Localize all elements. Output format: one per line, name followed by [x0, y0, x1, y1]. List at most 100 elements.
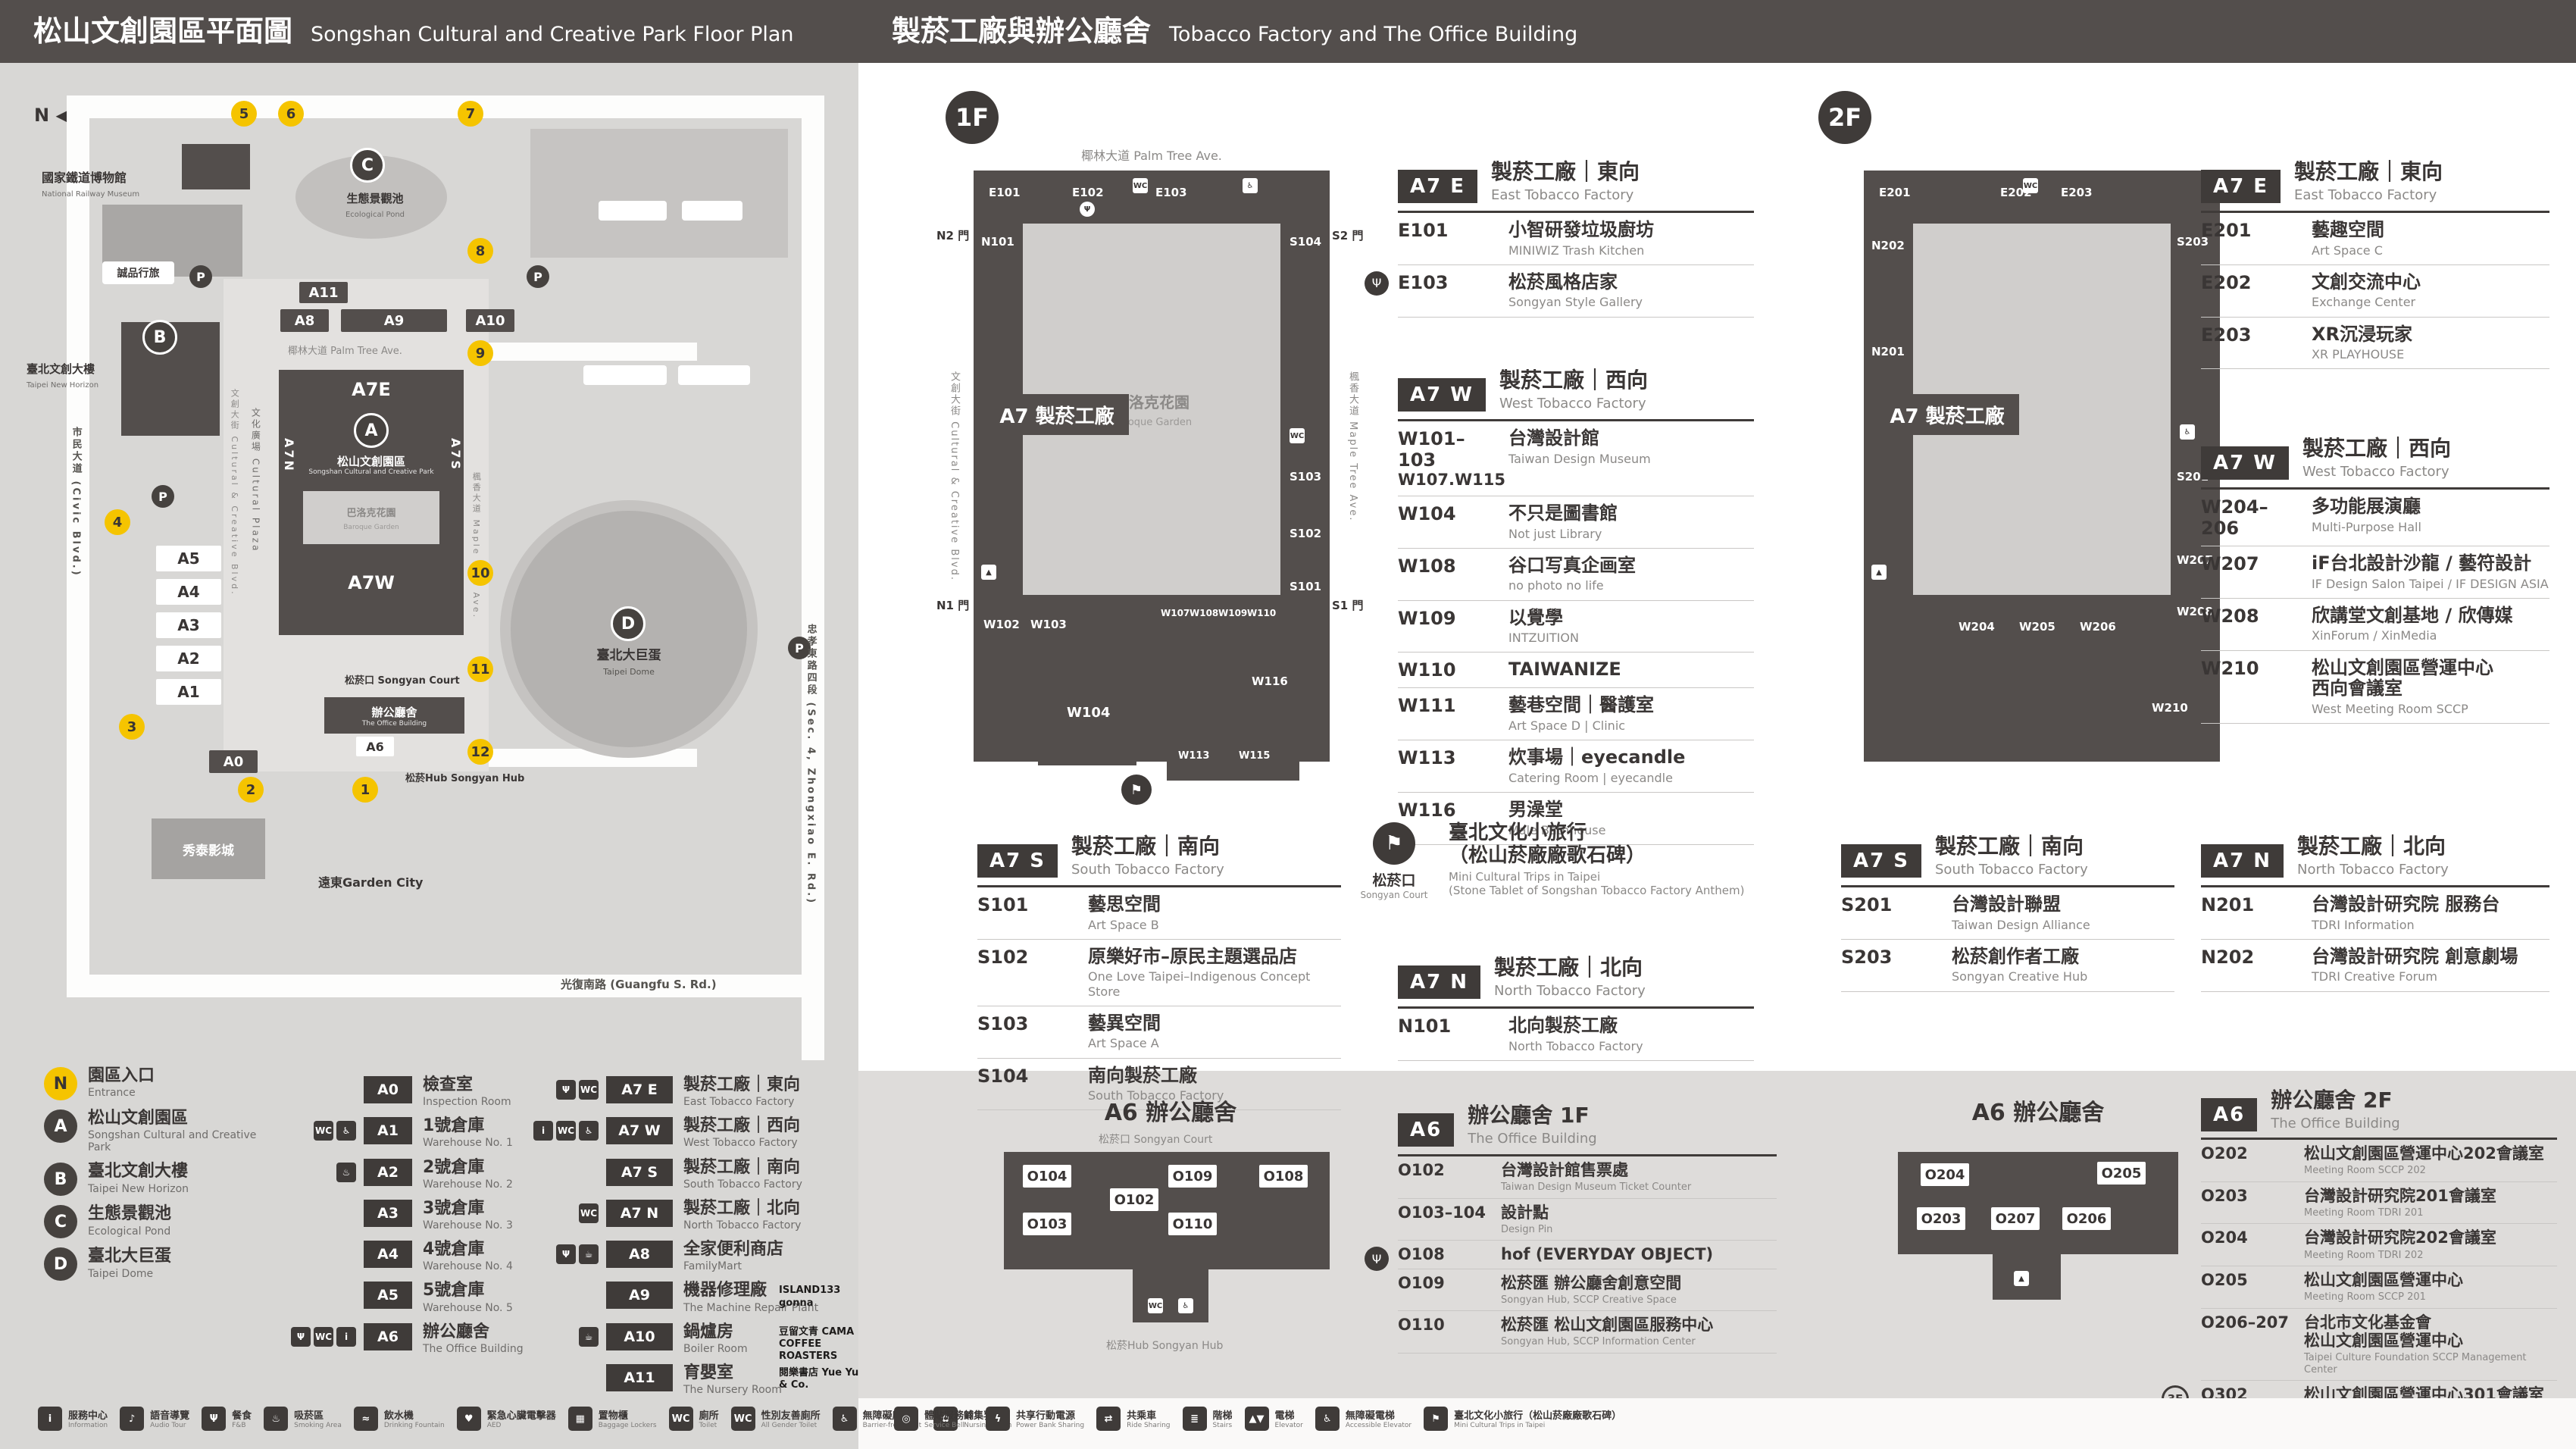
elevator-icon: ▲ [1871, 565, 1887, 580]
room-e101: E101 [989, 186, 1021, 199]
room-code: E101 [1398, 220, 1449, 241]
room-code: S103 [977, 1012, 1029, 1034]
tenant-note: ISLAND133 gonna [779, 1285, 841, 1309]
hub-label: 松菸Hub Songyan Hub [1106, 1340, 1224, 1352]
room-code: W207 [2201, 553, 2259, 574]
room-w210: W210 [2152, 701, 2188, 715]
room-code: E103 [1398, 271, 1449, 293]
building-code: A7 N [606, 1199, 673, 1227]
accessible-icon: ♿ [2180, 424, 2195, 440]
area-badge: C [44, 1205, 77, 1239]
pond-label: 生態景觀池 Ecological Pond [314, 192, 436, 220]
section-en: The Office Building [1468, 1131, 1597, 1147]
building-a3: A3 [156, 612, 221, 638]
room-o109: O109 [1168, 1165, 1217, 1188]
room-code: W204–206 [2201, 496, 2268, 539]
area-badge: A [44, 1109, 77, 1143]
building-a1: A1 [156, 679, 221, 705]
amenity-icon: ♿ [832, 1407, 857, 1431]
entrance-marker-3: 3 [119, 714, 145, 740]
amenity-icon: i [38, 1407, 62, 1431]
compass-arrow-icon: ◀ [55, 105, 70, 126]
section-zh: 製菸工廠｜西向 [2302, 436, 2451, 461]
songyan-court-section: ⚑ 松菸口 Songyan Court 臺北文化小旅行 （松山菸廠廠歌石碑） M… [1356, 822, 1769, 900]
plan-a7-2f: A7 製菸工廠 E201 E202 E203 N202 N201 S203 S2… [1830, 144, 2254, 826]
annex-w104 [1038, 667, 1136, 765]
a7-center-label: A7 製菸工廠 [985, 394, 1129, 435]
room-names: hof (EVERYDAY OBJECT) [1501, 1245, 1714, 1264]
room-w103: W103 [1030, 618, 1067, 631]
building-code: A3 [364, 1199, 412, 1227]
room-code: S203 [1841, 946, 1893, 968]
footer-labels: 臺北文化小旅行（松山菸廠廠歌石碑）Mini Cultural Trips in … [1454, 1410, 1622, 1430]
baroque-en: Baroque Garden [1111, 417, 1193, 428]
road-civic-blvd [67, 95, 89, 997]
room-s101: S101 [1290, 580, 1322, 593]
office-en: The Office Building [361, 719, 427, 728]
room-n101: N101 [981, 235, 1014, 249]
accessible-icon: ♿ [1243, 178, 1258, 193]
court-icon-column: ⚑ 松菸口 Songyan Court [1356, 822, 1432, 900]
section-en: North Tobacco Factory [1494, 983, 1646, 999]
room-w110: W110 [1247, 608, 1277, 618]
room-s201: S201 [2177, 470, 2209, 484]
section-zh: 製菸工廠｜東向 [2294, 159, 2443, 184]
unlabeled-building-pill [599, 201, 667, 221]
room-w104: W104 [1067, 705, 1111, 721]
court-title-en2: (Stone Tablet of Songshan Tobacco Factor… [1449, 883, 1745, 897]
section-zh: 辦公廳舍 2F [2271, 1088, 2393, 1113]
street-palm-label: 椰林大道 Palm Tree Ave. [1081, 149, 1222, 163]
office-zh: 辦公廳舍 [371, 705, 417, 719]
railway-zh: 國家鐵道博物館 [42, 171, 127, 185]
amenity-icon: i [336, 1326, 356, 1347]
amenity-icon: ≈ [353, 1407, 378, 1431]
dome-label: 臺北大巨蛋 Taipei Dome [576, 648, 682, 678]
court-description: 臺北文化小旅行 （松山菸廠廠歌石碑） Mini Cultural Trips i… [1449, 822, 1744, 900]
room-code: O103–104 [1398, 1203, 1487, 1222]
cinema-block: 秀泰影城 [152, 818, 265, 879]
amenity-icon: WC [556, 1121, 576, 1141]
building-code: A0 [364, 1076, 412, 1103]
room-w107: W107 [1161, 608, 1190, 618]
section-en: South Tobacco Factory [1935, 862, 2088, 878]
entrance-marker-4: 4 [105, 509, 130, 535]
room-code: S104 [977, 1065, 1029, 1087]
amenity-icon: ϟ [986, 1407, 1011, 1431]
amenity-icon: ♪ [120, 1407, 145, 1431]
